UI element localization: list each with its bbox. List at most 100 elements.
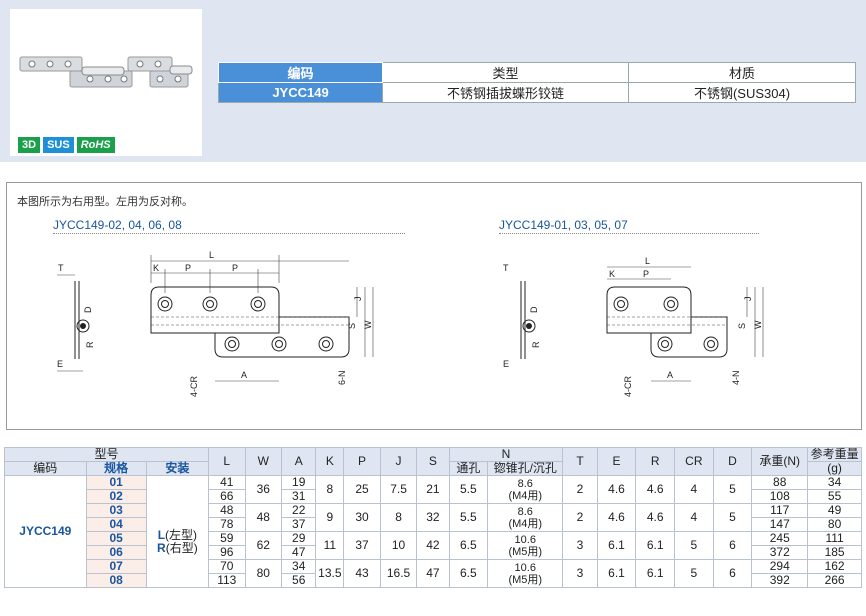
spec-N2-screw: (M5用) [508,573,543,586]
spec-header-E: E [596,447,637,476]
spec-L: 113 [208,573,246,588]
spec-size: 08 [85,573,147,588]
spec-K: 9 [315,503,345,532]
product-info-table: 编码 类型 材质 JYCC149 不锈钢插拔蝶形铰链 不锈钢(SUS304) [218,62,856,103]
spec-weight: 266 [807,573,862,588]
drawing-note: 本图所示为右用型。左用为反对称。 [17,196,193,208]
spec-W: 48 [244,503,283,532]
spec-header-R: R [635,447,675,476]
spec-S: 42 [416,531,450,560]
spec-size: 04 [85,517,147,532]
spec-header-D: D [712,447,753,476]
label-R: R [85,341,95,348]
label-L-right: L [645,256,650,266]
badge-3d[interactable]: 3D [18,137,41,153]
spec-N2: 10.6(M5用) [487,559,564,588]
info-header-material: 材质 [628,62,856,83]
spec-T: 2 [562,475,598,504]
spec-N1: 6.5 [448,559,489,588]
right-drawing-title: JYCC149-01, 03, 05, 07 [499,218,759,234]
spec-D: 5 [712,475,753,504]
info-code: JYCC149 [218,82,383,103]
spec-T: 3 [562,531,598,560]
spec-header-weight-unit: (g) [807,461,862,476]
hinge-photo-image [19,56,193,88]
spec-mount: L(左型)R(右型) [145,475,210,588]
info-type: 不锈钢插拔蝶形铰链 [382,82,629,103]
spec-P: 25 [343,475,381,504]
spec-header-S: S [416,447,450,476]
spec-load: 294 [751,559,809,574]
label-N-right: 4-N [731,370,741,385]
label-P-right: P [643,269,649,279]
spec-S: 21 [416,475,450,504]
spec-A: 34 [281,559,317,574]
spec-weight: 34 [807,475,862,490]
spec-header-weight: 参考重量 [807,447,862,462]
technical-drawing: 本图所示为右用型。左用为反对称。 JYCC149-02, 04, 06, 08 … [6,182,862,430]
spec-L: 41 [208,475,246,490]
spec-load: 108 [751,489,809,504]
label-S-right: S [737,323,747,329]
right-side-profile: T E D R [503,263,541,369]
spec-N2: 10.6(M5用) [487,531,564,560]
spec-E: 6.1 [596,559,637,588]
spec-A: 47 [281,545,317,560]
spec-L: 59 [208,531,246,546]
spec-header-J: J [379,447,418,476]
label-D-right: D [529,306,539,313]
label-J-right: J [743,297,753,302]
spec-weight: 49 [807,503,862,518]
spec-header-code: 编码 [4,461,87,476]
label-W-right: W [753,320,763,329]
spec-header-K: K [315,447,345,476]
cert-badges: 3D SUS RoHS [18,137,115,153]
spec-N2-size: 8.6 [517,477,533,490]
spec-N1: 5.5 [448,475,489,504]
info-material: 不锈钢(SUS304) [628,82,856,103]
spec-J: 16.5 [379,559,418,588]
spec-N2-screw: (M4用) [508,517,543,530]
spec-P: 37 [343,531,381,560]
spec-weight: 162 [807,559,862,574]
label-E-right: E [503,359,509,369]
spec-L: 66 [208,489,246,504]
spec-N2-size: 8.6 [517,505,533,518]
label-CR: 4-CR [189,375,199,397]
spec-T: 2 [562,503,598,532]
spec-R: 6.1 [635,559,675,588]
label-D: D [83,306,93,313]
spec-weight: 111 [807,531,862,546]
left-front-view: L K P P A 4-CR 6-N J S W [150,250,374,397]
spec-header-A: A [281,447,317,476]
label-E: E [57,359,63,369]
label-K: K [153,263,159,273]
label-P1: P [185,263,191,273]
mount-R-desc: (右型) [165,540,198,555]
spec-K: 13.5 [315,559,345,588]
spec-code: JYCC149 [4,475,87,588]
spec-W: 80 [244,559,283,588]
spec-header-mount: 安装 [145,461,210,476]
spec-N1: 6.5 [448,531,489,560]
spec-J: 10 [379,531,418,560]
spec-N2-size: 10.6 [514,561,536,574]
spec-R: 6.1 [635,531,675,560]
spec-L: 78 [208,517,246,532]
spec-CR: 5 [674,531,714,560]
spec-header-size: 规格 [85,461,147,476]
spec-P: 43 [343,559,381,588]
spec-table: 型号 L W A K P J S N T E R CR D 承重(N) 参考重量… [3,447,862,588]
label-K-right: K [609,269,615,279]
spec-L: 48 [208,503,246,518]
label-P2: P [232,263,238,273]
left-side-profile: T E D R [57,263,95,372]
label-J: J [353,297,363,302]
spec-A: 56 [281,573,317,588]
spec-CR: 4 [674,475,714,504]
spec-A: 31 [281,489,317,504]
spec-load: 117 [751,503,809,518]
spec-load: 147 [751,517,809,532]
